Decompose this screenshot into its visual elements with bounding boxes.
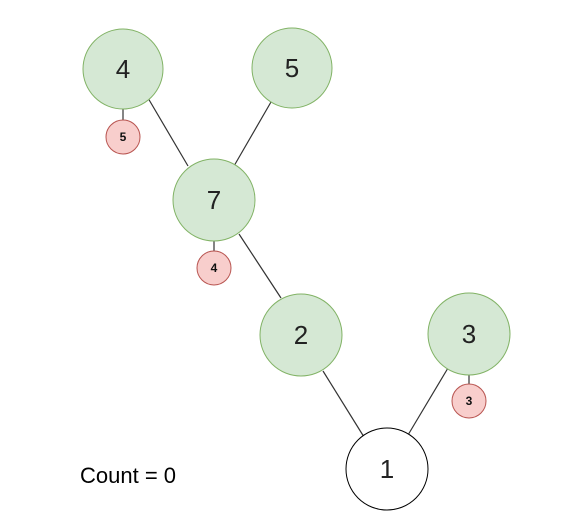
badge-node-7-label: 4 (211, 261, 218, 275)
badge-node-3-label: 3 (466, 394, 473, 408)
badge-node-3: 3 (451, 383, 487, 419)
edge-7-2 (238, 233, 282, 299)
node-1[interactable]: 1 (345, 427, 429, 511)
edge-3-1 (407, 367, 449, 436)
node-5-label: 5 (285, 53, 299, 83)
edge-2-1 (322, 370, 365, 438)
node-3[interactable]: 3 (427, 292, 511, 376)
badge-node-4: 5 (105, 119, 141, 155)
edge-5-7 (233, 101, 272, 167)
badge-node-7: 4 (196, 250, 232, 286)
node-2-label: 2 (294, 320, 308, 350)
count-label: Count = 0 (80, 463, 177, 488)
node-1-label: 1 (380, 454, 394, 484)
badge-node-4-label: 5 (120, 130, 127, 144)
node-4[interactable]: 4 (82, 28, 164, 110)
node-7-label: 7 (207, 185, 221, 215)
node-3-label: 3 (462, 319, 476, 349)
edge-4-7 (147, 97, 189, 167)
node-4-label: 4 (116, 54, 130, 84)
node-2[interactable]: 2 (259, 293, 343, 377)
node-5[interactable]: 5 (251, 27, 333, 109)
node-7[interactable]: 7 (172, 158, 256, 242)
